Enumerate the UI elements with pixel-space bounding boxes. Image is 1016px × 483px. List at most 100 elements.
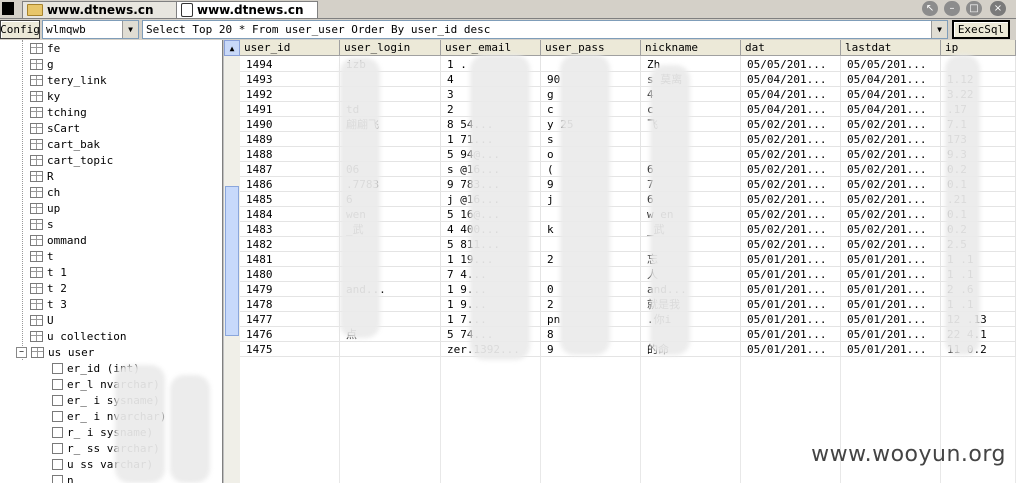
- grid-cell[interactable]: 05/01/201...: [841, 282, 941, 297]
- tree-table-item[interactable]: t 2: [30, 280, 67, 296]
- grid-cell[interactable]: 1479: [240, 282, 340, 297]
- column-header-user-email[interactable]: user_email: [441, 40, 541, 56]
- close-icon[interactable]: ×: [990, 1, 1006, 16]
- grid-cell[interactable]: 1482: [240, 237, 340, 252]
- grid-cell[interactable]: 05/02/201...: [841, 177, 941, 192]
- grid-cell[interactable]: 9: [541, 342, 641, 357]
- grid-cell[interactable]: 1483: [240, 222, 340, 237]
- tree-table-item[interactable]: t 3: [30, 296, 67, 312]
- grid-cell[interactable]: [641, 147, 741, 162]
- tree-scrollbar[interactable]: ▲: [223, 40, 240, 483]
- grid-cell[interactable]: 1488: [240, 147, 340, 162]
- grid-cell[interactable]: [340, 72, 441, 87]
- tree-table-item[interactable]: cart_topic: [30, 152, 113, 168]
- grid-cell[interactable]: 05/04/201...: [741, 87, 841, 102]
- grid-cell[interactable]: [641, 132, 741, 147]
- grid-cell[interactable]: 05/02/201...: [741, 117, 841, 132]
- grid-cell[interactable]: 05/01/201...: [841, 327, 941, 342]
- grid-cell[interactable]: [340, 147, 441, 162]
- exec-sql-button[interactable]: ExecSql: [952, 20, 1010, 39]
- column-header-ip[interactable]: ip: [941, 40, 1016, 56]
- tree-table-item[interactable]: up: [30, 200, 60, 216]
- grid-cell[interactable]: 05/05/201...: [841, 57, 941, 72]
- grid-cell[interactable]: 05/02/201...: [841, 132, 941, 147]
- grid-cell[interactable]: [641, 327, 741, 342]
- grid-cell[interactable]: 05/04/201...: [741, 72, 841, 87]
- grid-cell[interactable]: [340, 252, 441, 267]
- grid-cell[interactable]: 05/01/201...: [841, 267, 941, 282]
- grid-cell[interactable]: 05/01/201...: [741, 342, 841, 357]
- grid-cell[interactable]: 05/04/201...: [841, 87, 941, 102]
- scroll-thumb[interactable]: [225, 186, 239, 336]
- grid-cell[interactable]: 05/02/201...: [841, 117, 941, 132]
- grid-cell[interactable]: 05/01/201...: [741, 297, 841, 312]
- grid-cell[interactable]: 1478: [240, 297, 340, 312]
- grid-cell[interactable]: 05/01/201...: [841, 312, 941, 327]
- tree-table-item[interactable]: t 1: [30, 264, 67, 280]
- grid-cell[interactable]: 05/01/201...: [841, 297, 941, 312]
- grid-cell[interactable]: 1487: [240, 162, 340, 177]
- grid-cell[interactable]: 05/02/201...: [841, 207, 941, 222]
- grid-cell[interactable]: 05/02/201...: [741, 207, 841, 222]
- grid-cell[interactable]: 05/02/201...: [841, 147, 941, 162]
- column-header-user-login[interactable]: user_login: [340, 40, 441, 56]
- tree-table-item[interactable]: s: [30, 216, 54, 232]
- grid-cell[interactable]: 1486: [240, 177, 340, 192]
- tree-table-item[interactable]: tery_link: [30, 72, 107, 88]
- tree-table-item[interactable]: cart_bak: [30, 136, 100, 152]
- collapse-icon[interactable]: −: [16, 346, 27, 358]
- grid-cell[interactable]: [340, 237, 441, 252]
- grid-cell[interactable]: 05/04/201...: [841, 102, 941, 117]
- grid-cell[interactable]: 1491: [240, 102, 340, 117]
- grid-cell[interactable]: 1489: [240, 132, 340, 147]
- maximize-icon[interactable]: □: [966, 1, 982, 16]
- tree-table-item[interactable]: u collection: [30, 328, 126, 344]
- grid-cell[interactable]: 1494: [240, 57, 340, 72]
- grid-cell[interactable]: [340, 342, 441, 357]
- grid-cell[interactable]: [340, 132, 441, 147]
- grid-cell[interactable]: 05/02/201...: [841, 222, 941, 237]
- grid-cell[interactable]: 1485: [240, 192, 340, 207]
- grid-cell[interactable]: 05/05/201...: [741, 57, 841, 72]
- minimize-icon[interactable]: –: [944, 1, 960, 16]
- tree-column-item[interactable]: n: [52, 472, 74, 483]
- grid-cell[interactable]: [340, 312, 441, 327]
- grid-cell[interactable]: 05/04/201...: [741, 102, 841, 117]
- grid-cell[interactable]: 05/02/201...: [741, 222, 841, 237]
- grid-cell[interactable]: 1480: [240, 267, 340, 282]
- grid-cell[interactable]: 1476: [240, 327, 340, 342]
- column-header-user-pass[interactable]: user_pass: [541, 40, 641, 56]
- tree-table-item[interactable]: ch: [30, 184, 60, 200]
- grid-cell[interactable]: 05/02/201...: [841, 237, 941, 252]
- tree-table-item[interactable]: t: [30, 248, 54, 264]
- tree-table-item[interactable]: fe: [30, 40, 60, 56]
- grid-cell[interactable]: 1490: [240, 117, 340, 132]
- tree-table-item[interactable]: sCart: [30, 120, 80, 136]
- tree-table-item[interactable]: U: [30, 312, 54, 328]
- grid-cell[interactable]: [641, 237, 741, 252]
- grid-cell[interactable]: 1493: [240, 72, 340, 87]
- column-header-lastdat[interactable]: lastdat: [841, 40, 941, 56]
- column-header-dat[interactable]: dat: [741, 40, 841, 56]
- grid-cell[interactable]: 05/01/201...: [741, 267, 841, 282]
- grid-cell[interactable]: 05/02/201...: [741, 237, 841, 252]
- grid-cell[interactable]: 05/02/201...: [741, 147, 841, 162]
- grid-cell[interactable]: 05/02/201...: [741, 192, 841, 207]
- grid-cell[interactable]: 05/02/201...: [841, 192, 941, 207]
- chevron-down-icon[interactable]: ▼: [122, 21, 138, 38]
- back-icon[interactable]: ↖: [922, 1, 938, 16]
- config-button[interactable]: Config: [0, 20, 40, 39]
- grid-cell[interactable]: [340, 297, 441, 312]
- grid-cell[interactable]: 05/01/201...: [741, 327, 841, 342]
- grid-cell[interactable]: 05/02/201...: [741, 162, 841, 177]
- scroll-up-icon[interactable]: ▲: [224, 40, 240, 56]
- tree-table-item[interactable]: ommand: [30, 232, 87, 248]
- grid-cell[interactable]: 05/02/201...: [741, 132, 841, 147]
- column-header-user-id[interactable]: user_id: [240, 40, 340, 56]
- column-header-nickname[interactable]: nickname: [641, 40, 741, 56]
- grid-cell[interactable]: 1477: [240, 312, 340, 327]
- grid-cell[interactable]: 1481: [240, 252, 340, 267]
- database-select[interactable]: wlmqwb ▼: [42, 20, 139, 39]
- chevron-down-icon[interactable]: ▼: [931, 21, 947, 38]
- grid-cell[interactable]: 05/01/201...: [741, 282, 841, 297]
